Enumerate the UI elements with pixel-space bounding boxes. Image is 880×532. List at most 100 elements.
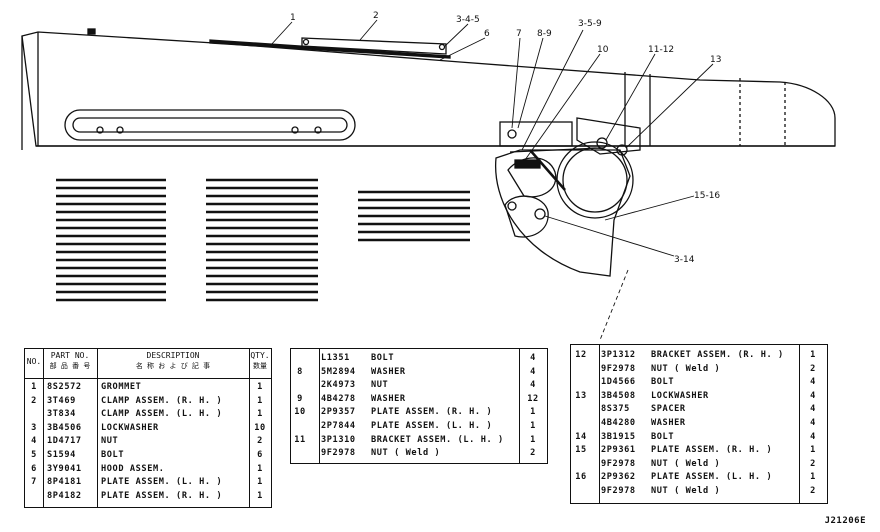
row-number: 1	[31, 382, 37, 392]
description: CLAMP ASSEM. (R. H. )	[101, 395, 223, 406]
description: SPACER	[651, 404, 686, 415]
quantity: 10	[254, 422, 266, 433]
description: PLATE ASSEM. (L. H. )	[371, 421, 493, 431]
callout-3-4-5: 3-4-5	[456, 15, 480, 25]
part-number: 4B4278	[321, 393, 356, 404]
description: BOLT	[101, 450, 125, 460]
header-qty: QTY.	[250, 351, 270, 360]
part-number: 2P9361	[601, 445, 636, 456]
description: PLATE ASSEM. (R. H. )	[651, 445, 773, 456]
header-no: NO.	[26, 357, 42, 366]
part-number: 9F2978	[321, 448, 356, 459]
quantity: 1	[810, 472, 816, 483]
part-number: 8P4181	[47, 477, 82, 488]
table-row: 9F2978 NUT ( Weld )2	[571, 485, 827, 499]
quantity: 2	[257, 436, 263, 447]
callout-3-14: 3-14	[674, 255, 695, 265]
part-number: 1D4717	[47, 436, 82, 447]
callout-2: 2	[373, 11, 379, 21]
description: LOCKWASHER	[651, 390, 709, 401]
row-number: 5	[31, 450, 37, 460]
callout-13: 13	[710, 55, 721, 65]
part-number: 8S2572	[47, 382, 82, 392]
quantity: 4	[530, 366, 536, 377]
description: BOLT	[371, 353, 395, 363]
quantity: 1	[257, 463, 263, 474]
description: NUT ( Weld )	[651, 363, 721, 374]
quantity: 1	[530, 407, 536, 418]
callout-15-16: 15-16	[694, 191, 720, 201]
header-part-no-jp: 部 品 番 号	[49, 362, 91, 370]
quantity: 4	[810, 390, 816, 401]
callout-1: 1	[290, 13, 296, 23]
quantity: 12	[527, 393, 539, 404]
header-description-jp: 名 称 お よ び 記 事	[135, 362, 211, 370]
part-number: 3Y9041	[47, 463, 82, 474]
quantity: 2	[810, 363, 816, 374]
quantity: 1	[257, 477, 263, 488]
quantity: 1	[257, 409, 263, 420]
part-number: 2P9357	[321, 407, 356, 418]
row-number: 7	[31, 477, 37, 488]
part-number: 3B4508	[601, 390, 636, 401]
quantity: 6	[257, 450, 263, 460]
part-number: 3P1310	[321, 434, 356, 445]
bracket-plate	[499, 121, 573, 147]
louver-grille-right	[358, 190, 470, 242]
row-number: 13	[575, 390, 587, 401]
table-row: 9F2978 NUT ( Weld )2	[291, 447, 547, 461]
hood-assembly-drawing: 1 2 3-4-5 6 7 8-9 3-5-9 10 11-12 13 15-1…	[21, 11, 836, 341]
description: NUT	[371, 380, 389, 391]
description: BRACKET ASSEM. (L. H. )	[371, 434, 504, 445]
part-number: S1594	[47, 450, 76, 460]
row-number: 2	[31, 395, 37, 406]
quantity: 2	[810, 458, 816, 469]
part-number: 2K4973	[321, 380, 356, 391]
part-number: 3T469	[47, 395, 76, 406]
callout-7: 7	[516, 29, 522, 39]
description: PLATE ASSEM. (R. H. )	[101, 490, 223, 501]
description: BOLT	[651, 377, 675, 388]
row-number: 14	[575, 431, 587, 442]
row-number: 6	[31, 463, 37, 474]
part-number: 3P1312	[601, 350, 636, 360]
header-description: DESCRIPTION	[146, 351, 200, 360]
quantity: 1	[257, 490, 263, 501]
part-number: 2P9362	[601, 472, 636, 483]
table-row: 5 S1594 BOLT 6	[25, 449, 271, 463]
description: NUT ( Weld )	[651, 458, 721, 469]
description: HOOD ASSEM.	[101, 463, 165, 474]
table-row: 6 3Y9041 HOOD ASSEM. 1	[25, 463, 271, 477]
row-number: 3	[31, 422, 37, 433]
table-row: 13 3B4508 LOCKWASHER 4	[571, 390, 827, 404]
parts-table-1: NO. PART NO. 部 品 番 号 DESCRIPTION 名 称 お よ…	[24, 348, 272, 508]
description: WASHER	[371, 393, 406, 404]
part-number: 5M2894	[321, 366, 356, 377]
part-number: 9F2978	[601, 458, 636, 469]
hood-slot	[64, 109, 356, 141]
part-number: 8S375	[601, 404, 630, 415]
quantity: 1	[257, 382, 263, 392]
lower-plate	[494, 149, 631, 277]
description: NUT	[101, 436, 119, 447]
louver-grille-left	[56, 178, 166, 302]
part-number: 8P4182	[47, 490, 82, 501]
quantity: 4	[530, 353, 536, 363]
description: BRACKET ASSEM. (R. H. )	[651, 350, 784, 360]
quantity: 2	[530, 448, 536, 459]
part-number: 2P7844	[321, 421, 356, 431]
row-number: 10	[294, 407, 306, 418]
callout-8-9: 8-9	[537, 29, 552, 39]
